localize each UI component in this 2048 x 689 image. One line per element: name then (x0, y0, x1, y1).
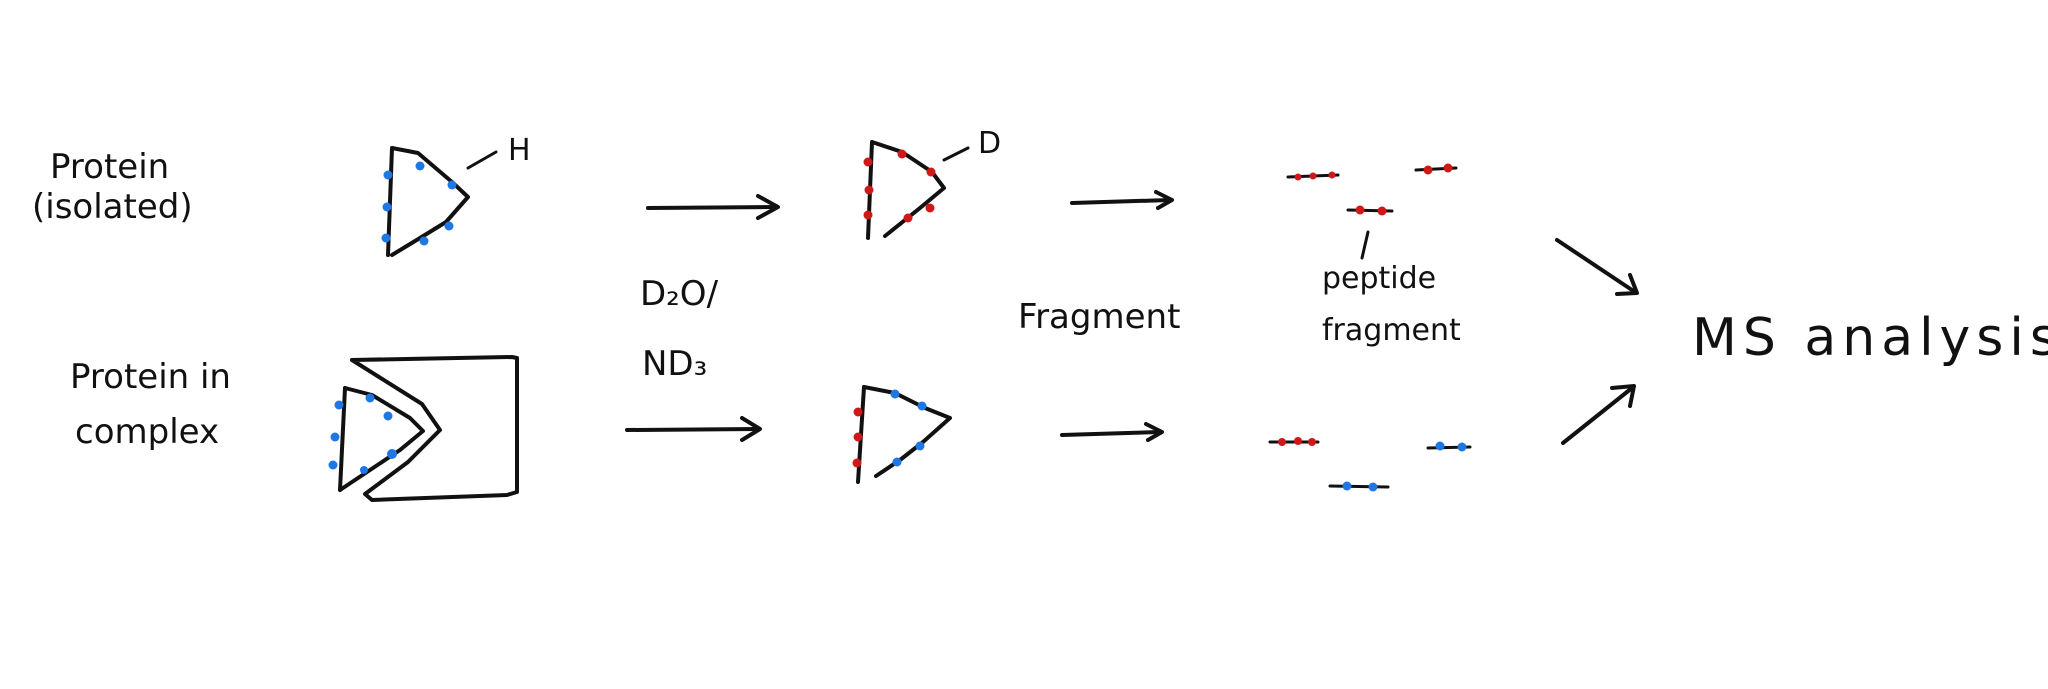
ms-analysis-label: MS analysis (1692, 308, 2048, 368)
deuterium-dots (863, 149, 936, 223)
hydrogen-dots (381, 161, 457, 246)
arrow-exchange-bottom (625, 416, 762, 442)
arrow-fragment-top (1070, 190, 1174, 210)
peptide-pointer (1360, 230, 1370, 260)
solvent-label-line2: ND₃ (642, 344, 707, 384)
protein-complex-label-line2: complex (75, 412, 219, 452)
mixed-dots (852, 389, 927, 468)
deuterium-pointer (942, 146, 970, 162)
complex-protein-deuterated (852, 385, 952, 484)
isolated-protein-deuterated: D (863, 126, 1001, 240)
hydrogen-label: H (508, 133, 531, 168)
protein-isolated-label-line1: Protein (50, 147, 169, 187)
arrow-fragment-bottom (1060, 422, 1164, 442)
protein-complex-label-line1: Protein in (70, 357, 231, 397)
protein-complex (328, 355, 519, 502)
arrow-exchange-top (646, 194, 780, 220)
protein-isolated-label-line2: (isolated) (32, 187, 193, 227)
fragment-step-label: Fragment (1018, 297, 1180, 337)
isolated-protein-hydrogen: H (381, 133, 531, 257)
peptide-fragments-top (1286, 163, 1458, 216)
hydrogen-pointer (466, 150, 498, 170)
hydrogen-dots-complex (328, 393, 397, 474)
deuterium-label: D (978, 126, 1001, 161)
solvent-label-line1: D₂O/ (640, 274, 719, 314)
peptide-label-line1: peptide (1322, 261, 1436, 296)
peptide-label-line2: fragment (1322, 313, 1461, 348)
arrow-to-ms-bottom (1561, 384, 1636, 445)
arrow-to-ms-top (1555, 238, 1639, 296)
peptide-fragments-bottom (1268, 437, 1472, 492)
